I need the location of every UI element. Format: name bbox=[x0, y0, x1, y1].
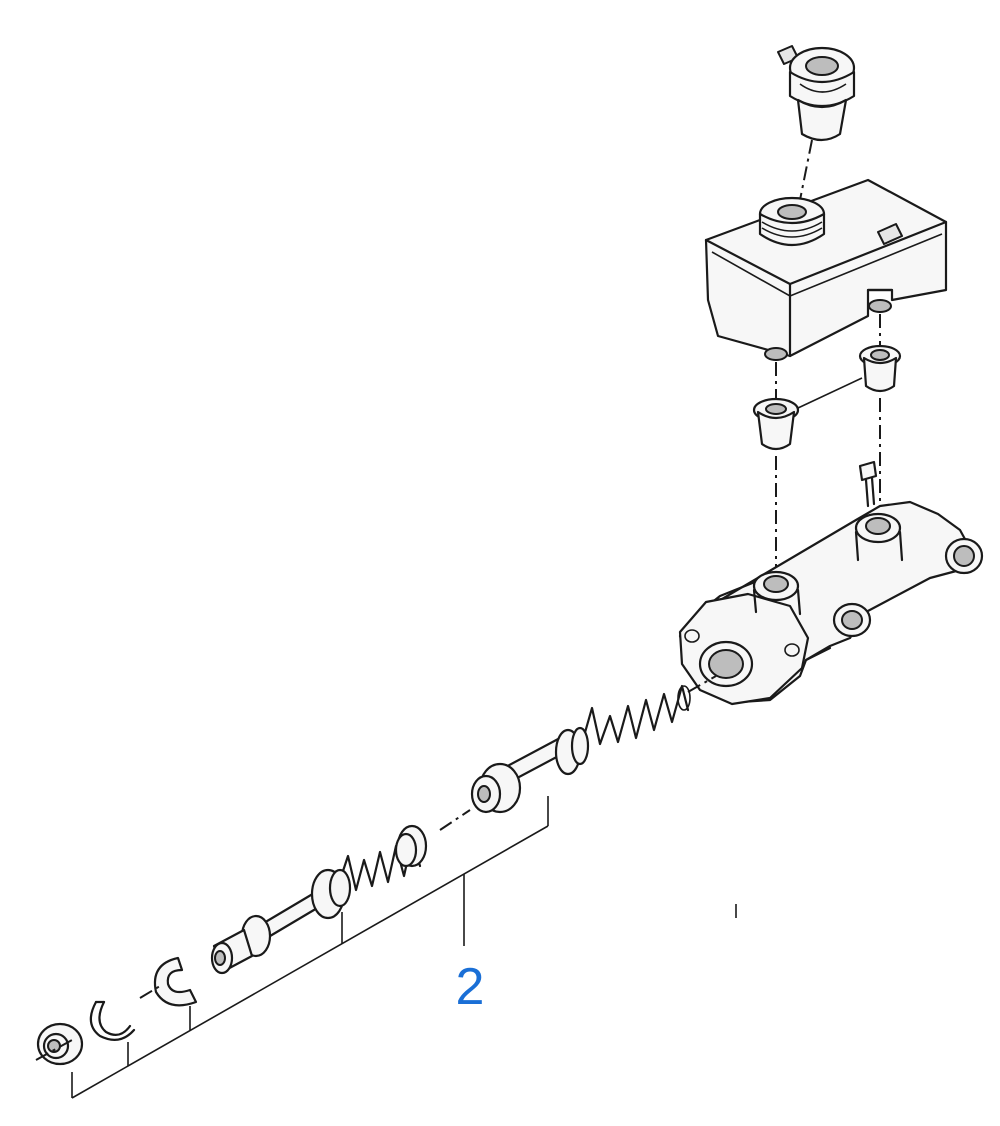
callout-label-2: 2 bbox=[455, 958, 485, 1016]
circlip-line bbox=[139, 985, 161, 999]
bleed-screw bbox=[858, 460, 878, 508]
reservoir-cap bbox=[777, 45, 856, 142]
fluid-reservoir bbox=[704, 178, 948, 361]
washer bbox=[36, 1022, 84, 1066]
spring-line bbox=[687, 675, 717, 693]
reservoir-grommet-left bbox=[752, 397, 800, 451]
secondary-piston bbox=[470, 726, 590, 814]
primary-spring bbox=[582, 684, 691, 746]
master-cylinder-body bbox=[678, 500, 984, 706]
primary-piston bbox=[210, 868, 352, 975]
secondary-spring bbox=[338, 824, 428, 892]
reservoir-grommet-right bbox=[858, 344, 902, 393]
stop-ring bbox=[153, 956, 198, 1007]
washer-line bbox=[35, 1039, 73, 1061]
circlip bbox=[89, 1000, 136, 1041]
callout-bracket bbox=[71, 796, 549, 1099]
piston-line-upper bbox=[439, 809, 471, 831]
grommet-connector-line bbox=[797, 377, 863, 409]
